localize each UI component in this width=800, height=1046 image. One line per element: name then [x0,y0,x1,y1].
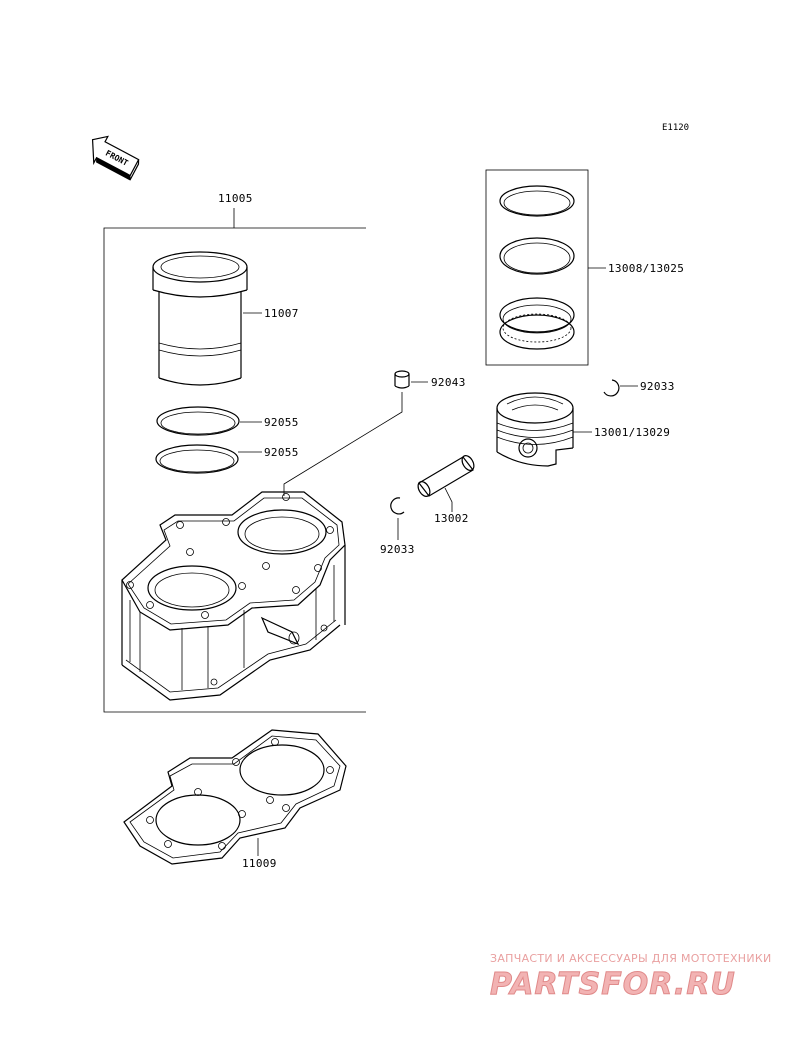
cylinder-sleeve: 11007 [152,251,299,386]
head-gasket: 11009 [123,729,347,870]
label-13001-13029: 13001/13029 [594,426,670,439]
o-ring-lower: 92055 [155,444,299,474]
cylinder-assembly-bracket: 11005 [103,192,366,713]
cylinder-block [121,491,346,701]
piston: 13001/13029 [496,392,670,467]
label-92033-left: 92033 [380,543,415,556]
label-92055-upper: 92055 [264,416,299,429]
watermark-logo: PARTSFOR.RU [490,967,736,1002]
label-92055-lower: 92055 [264,446,299,459]
dowel-pin: 92043 [283,370,466,496]
label-13008-13025: 13008/13025 [608,262,684,275]
watermark: ЗАПЧАСТИ И АКСЕССУАРЫ ДЛЯ МОТОТЕХНИКИ PA… [490,952,772,1003]
diagram-code: E1120 [662,123,689,133]
label-11005: 11005 [218,192,253,205]
label-13002: 13002 [434,512,469,525]
label-92043: 92043 [431,376,466,389]
snap-ring-left: 92033 [380,497,415,556]
snap-ring-right: 92033 [603,379,675,397]
watermark-caption: ЗАПЧАСТИ И АКСЕССУАРЫ ДЛЯ МОТОТЕХНИКИ [490,952,772,965]
label-92033-right: 92033 [640,380,675,393]
o-ring-upper: 92055 [156,406,299,436]
front-arrow-icon: FRONT [91,135,140,181]
piston-pin: 13002 [417,455,475,525]
label-11007: 11007 [264,307,299,320]
label-11009: 11009 [242,857,277,870]
piston-ring-set: 13008/13025 [485,169,684,366]
